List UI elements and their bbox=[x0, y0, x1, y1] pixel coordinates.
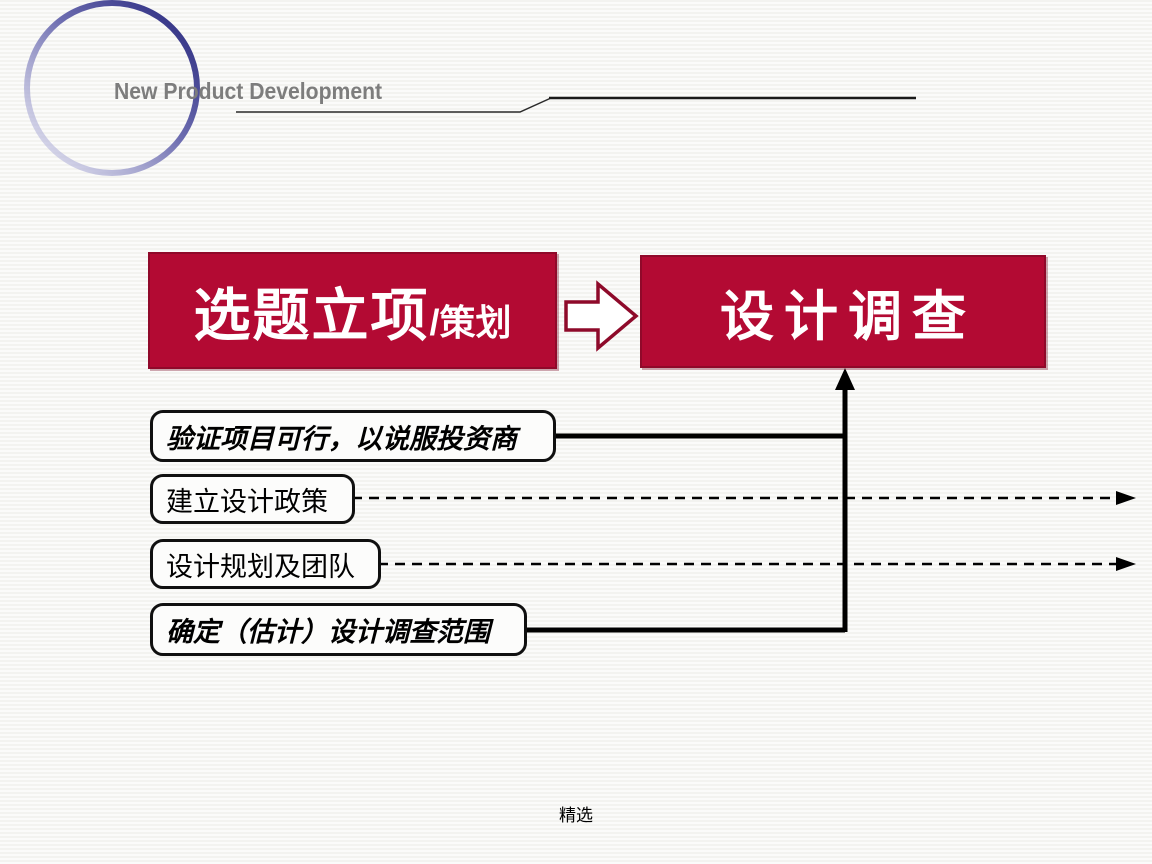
task-label: 建立设计政策 bbox=[166, 486, 328, 517]
slide-title: New Product Development bbox=[114, 78, 383, 104]
footer-label: 精选 bbox=[559, 806, 593, 825]
task-label: 设计规划及团队 bbox=[166, 551, 355, 582]
end-box-label: 设计调查 bbox=[720, 287, 976, 347]
task-box-design-planning-team: 设计规划及团队 bbox=[150, 539, 381, 589]
task-label: 确定（估计）设计调查范围 bbox=[166, 617, 490, 647]
task-box-verify-feasibility: 验证项目可行，以说服投资商 bbox=[150, 410, 556, 462]
start-box-main-label: 选题立项 bbox=[193, 283, 430, 348]
process-start-box: 选题立项 /策划 bbox=[148, 252, 557, 369]
task-box-survey-scope: 确定（估计）设计调查范围 bbox=[150, 603, 527, 656]
flow-right-arrow-icon bbox=[564, 280, 639, 352]
up-arrow-head-icon bbox=[835, 368, 855, 390]
right-arrow-head-icon bbox=[1116, 491, 1136, 505]
process-end-box: 设计调查 bbox=[640, 255, 1046, 368]
task-box-design-policy: 建立设计政策 bbox=[150, 474, 355, 524]
start-box-suffix-label: /策划 bbox=[429, 301, 512, 343]
header-rule-line bbox=[236, 96, 916, 113]
ring-decoration-icon bbox=[24, 0, 200, 176]
task-label: 验证项目可行，以说服投资商 bbox=[166, 423, 517, 454]
right-arrow-head-icon bbox=[1116, 557, 1136, 571]
